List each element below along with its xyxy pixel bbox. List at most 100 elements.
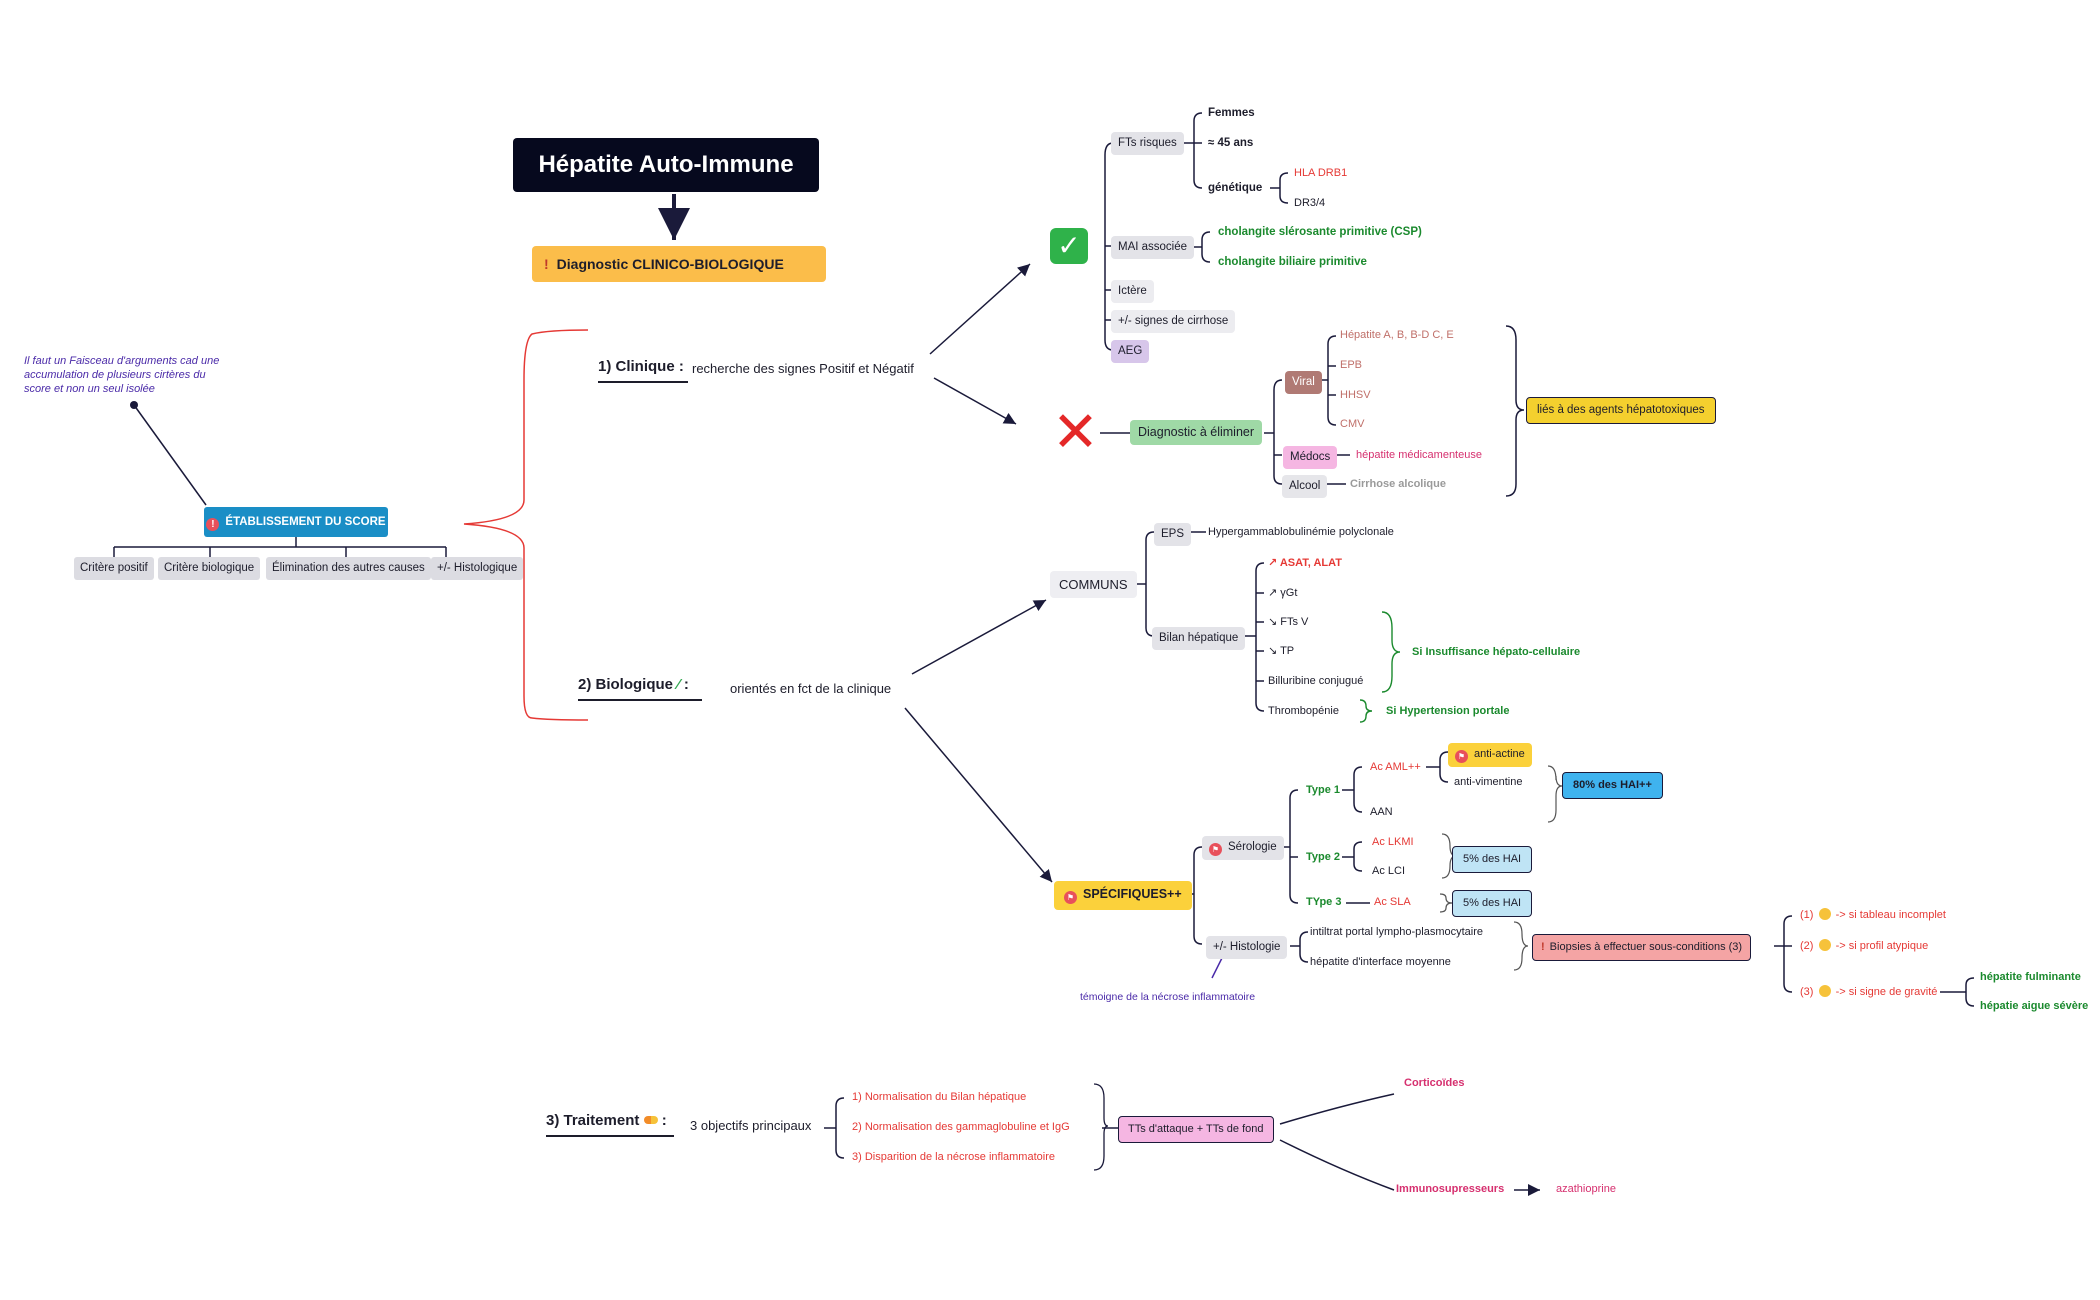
node-cortico: Corticoïdes bbox=[1404, 1077, 1465, 1089]
node-cond2: (2) -> si profil atypique bbox=[1800, 939, 1928, 954]
node-type3: TYpe 3 bbox=[1306, 896, 1342, 908]
node-infiltrat: intiltrat portal lympho-plasmocytaire bbox=[1310, 926, 1484, 938]
score-item: Critère biologique bbox=[158, 557, 261, 580]
node-fts-risques: FTs risques bbox=[1111, 132, 1184, 155]
cond-text: -> si profil atypique bbox=[1835, 940, 1929, 952]
objectives-brace bbox=[1093, 1083, 1108, 1171]
cond-number: (1) bbox=[1800, 909, 1814, 921]
node-insuff: Si Insuffisance hépato-cellulaire bbox=[1412, 646, 1581, 658]
node-temoigne: témoigne de la nécrose inflammatoire bbox=[1080, 991, 1256, 1003]
node-eps: EPS bbox=[1154, 523, 1192, 546]
node-sla: Ac SLA bbox=[1374, 896, 1411, 908]
section-clinique: 1) Clinique : bbox=[598, 358, 688, 383]
specifiques-label: SPÉCIFIQUES++ bbox=[1083, 887, 1182, 901]
cond-text: -> si tableau incomplet bbox=[1835, 909, 1946, 921]
test-tube-icon: ⁄ bbox=[677, 676, 680, 693]
node-cbp: cholangite biliaire primitive bbox=[1218, 256, 1367, 268]
node-hai5b: 5% des HAI bbox=[1452, 890, 1533, 917]
node-lkm: Ac LKMI bbox=[1372, 836, 1414, 848]
node-csp: cholangite slérosante primitive (CSP) bbox=[1218, 226, 1422, 238]
node-aan: AAN bbox=[1370, 806, 1393, 818]
section-traitement: 3) Traitement : bbox=[546, 1112, 674, 1137]
smile-icon bbox=[1818, 908, 1831, 920]
warning-icon: ! bbox=[1541, 941, 1545, 953]
node-bilan: Bilan hépatique bbox=[1152, 627, 1246, 650]
node-alcool-val: Cirrhose alcolique bbox=[1350, 478, 1446, 490]
note-line: accumulation de plusieurs cirtères du bbox=[24, 369, 206, 381]
node-medocs: Médocs bbox=[1283, 446, 1338, 469]
node-mai: MAI associée bbox=[1111, 236, 1195, 259]
node-hla: HLA DRB1 bbox=[1294, 167, 1348, 179]
check-icon: ✓ bbox=[1050, 228, 1088, 264]
node-hai5a: 5% des HAI bbox=[1452, 846, 1533, 873]
node-lc: Ac LCI bbox=[1372, 865, 1406, 877]
node-histologie: +/- Histologie bbox=[1206, 936, 1288, 959]
cross-icon: ✕ bbox=[1052, 400, 1099, 463]
score-item: +/- Histologique bbox=[431, 557, 524, 580]
node-fts: ↘ FTs V bbox=[1268, 616, 1309, 628]
node-cond3: (3) -> si signe de gravité bbox=[1800, 985, 1937, 1000]
score-note: Il faut un Faisceau d'arguments cad une … bbox=[24, 354, 219, 396]
traitement-desc: 3 objectifs principaux bbox=[690, 1118, 812, 1133]
node-objectif: 3) Disparition de la nécrose inflammatoi… bbox=[852, 1151, 1055, 1163]
note-line: score et non un seul isolée bbox=[24, 383, 155, 395]
node-diag-eliminer: Diagnostic à éliminer bbox=[1130, 420, 1263, 445]
score-item: Critère positif bbox=[74, 557, 154, 580]
node-virus: Hépatite A, B, B-D C, E bbox=[1340, 329, 1454, 341]
node-antivim: anti-vimentine bbox=[1454, 776, 1523, 788]
node-age: ≈ 45 ans bbox=[1208, 137, 1254, 149]
node-hepatotox: liés à des agents hépatotoxiques bbox=[1526, 397, 1716, 424]
score-item: Élimination des autres causes bbox=[266, 557, 431, 580]
node-htp: Si Hypertension portale bbox=[1386, 705, 1510, 717]
flag-icon: ⚑ bbox=[1455, 750, 1468, 763]
pill-icon bbox=[643, 1116, 658, 1124]
score-box: ! ÉTABLISSEMENT DU SCORE bbox=[204, 507, 388, 537]
biopsies-label: Biopsies à effectuer sous-conditions (3) bbox=[1549, 941, 1743, 953]
node-antiactine: ⚑ anti-actine bbox=[1448, 743, 1532, 767]
node-objectif: 1) Normalisation du Bilan hépatique bbox=[852, 1091, 1027, 1103]
bio-desc: orientés en fct de la clinique bbox=[730, 681, 892, 696]
diagnostic-label: Diagnostic CLINICO-BIOLOGIQUE bbox=[556, 256, 784, 272]
node-type1: Type 1 bbox=[1306, 784, 1341, 796]
node-cirrhose: +/- signes de cirrhose bbox=[1111, 310, 1236, 333]
warning-icon: ! bbox=[544, 256, 549, 272]
node-fulminante: hépatite fulminante bbox=[1980, 971, 2081, 983]
note-line: Il faut un Faisceau d'arguments cad une bbox=[24, 355, 220, 367]
cond-text: -> si signe de gravité bbox=[1835, 986, 1938, 998]
node-thrombo: Thrombopénie bbox=[1268, 705, 1339, 717]
node-immuno: Immunosupresseurs bbox=[1396, 1183, 1505, 1195]
node-viral: Viral bbox=[1285, 371, 1322, 394]
alert-icon: ! bbox=[206, 518, 220, 531]
node-medocs-val: hépatite médicamenteuse bbox=[1356, 449, 1482, 461]
serologie-label: Sérologie bbox=[1228, 841, 1277, 853]
node-azathioprine: azathioprine bbox=[1556, 1183, 1616, 1195]
neutral-face-icon bbox=[1818, 939, 1831, 951]
node-aigue: hépatie aigue sévère bbox=[1980, 1000, 2089, 1012]
node-ygt: ↗ γGt bbox=[1268, 587, 1298, 599]
node-femmes: Femmes bbox=[1208, 107, 1255, 119]
node-biopsies: ! Biopsies à effectuer sous-conditions (3… bbox=[1532, 934, 1752, 961]
node-virus: CMV bbox=[1340, 418, 1365, 430]
node-alcool: Alcool bbox=[1282, 475, 1328, 498]
node-tp: ↘ TP bbox=[1268, 645, 1295, 657]
section-biologique: 2) Biologique ⁄ : bbox=[578, 676, 702, 701]
flag-icon: ⚑ bbox=[1209, 843, 1222, 856]
cond-number: (2) bbox=[1800, 940, 1814, 952]
worried-face-icon bbox=[1818, 985, 1831, 997]
node-tts: TTs d'attaque + TTs de fond bbox=[1118, 1116, 1274, 1143]
node-dr: DR3/4 bbox=[1294, 197, 1326, 209]
node-objectif: 2) Normalisation des gammaglobuline et I… bbox=[852, 1121, 1070, 1133]
node-hai80: 80% des HAI++ bbox=[1562, 772, 1663, 799]
biologique-label: 2) Biologique bbox=[578, 676, 673, 693]
antiactine-label: anti-actine bbox=[1474, 748, 1525, 760]
node-interface: hépatite d'interface moyenne bbox=[1310, 956, 1451, 968]
node-asat: ↗ ASAT, ALAT bbox=[1268, 557, 1342, 569]
traitement-label: 3) Traitement bbox=[546, 1112, 640, 1129]
node-virus: HHSV bbox=[1340, 389, 1371, 401]
node-specifiques: ⚑ SPÉCIFIQUES++ bbox=[1054, 881, 1192, 910]
flag-icon: ⚑ bbox=[1064, 891, 1077, 904]
node-ictere: Ictère bbox=[1111, 280, 1154, 303]
score-title: ÉTABLISSEMENT DU SCORE bbox=[225, 516, 386, 528]
clinique-desc: recherche des signes Positif et Négatif bbox=[692, 361, 914, 376]
